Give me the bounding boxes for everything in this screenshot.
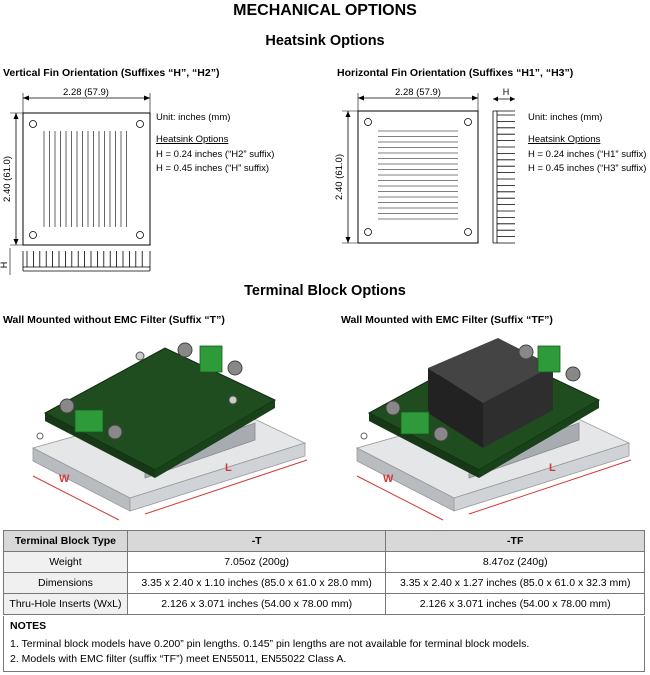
wall-t-w-label: W — [59, 473, 70, 485]
wall-tf-heading: Wall Mounted with EMC Filter (Suffix “TF… — [341, 314, 553, 326]
horizontal-option-2: H = 0.45 inches (“H3” suffix) — [528, 163, 647, 174]
cell-tf: 8.47oz (240g) — [385, 551, 645, 573]
horizontal-height-dimension: 2.40 (61.0) — [334, 154, 345, 200]
row-label: Thru-Hole Inserts (WxL) — [3, 593, 128, 615]
horizontal-h-label: H — [503, 87, 510, 97]
cell-t: 2.126 x 3.071 inches (54.00 x 78.00 mm) — [126, 593, 387, 615]
horizontal-width-dimension: 2.28 (57.9) — [395, 87, 441, 98]
wall-tf-illustration: W L — [355, 338, 632, 521]
main-title: MECHANICAL OPTIONS — [233, 2, 417, 19]
col-header-t: -T — [126, 530, 387, 552]
notes-box: NOTES 1. Terminal block models have 0.20… — [3, 616, 645, 672]
col-header-type: Terminal Block Type — [3, 530, 128, 552]
row-label: Dimensions — [3, 572, 128, 594]
vertical-width-dimension: 2.28 (57.9) — [63, 87, 109, 98]
note-1: 1. Terminal block models have 0.200” pin… — [10, 638, 530, 650]
cell-t: 7.05oz (200g) — [126, 551, 387, 573]
vertical-fin-drawing: 2.28 (57.9) 2.40 (61.0) H — [0, 87, 151, 275]
table-header-row: Terminal Block Type -T -TF — [3, 530, 645, 552]
vertical-height-dimension: 2.40 (61.0) — [2, 156, 13, 202]
table-row: Dimensions 3.35 x 2.40 x 1.10 inches (85… — [3, 572, 645, 594]
vertical-unit-text: Unit: inches (mm) — [156, 112, 231, 123]
cell-tf: 3.35 x 2.40 x 1.27 inches (85.0 x 61.0 x… — [385, 572, 645, 594]
notes-title: NOTES — [10, 620, 47, 632]
wall-tf-l-label: L — [549, 462, 556, 474]
heatsink-options-title: Heatsink Options — [265, 33, 385, 49]
wall-t-illustration: W L — [31, 342, 308, 521]
wall-tf-w-label: W — [383, 473, 394, 485]
terminal-block-spec-table: Terminal Block Type -T -TF Weight 7.05oz… — [3, 530, 645, 615]
cell-t: 3.35 x 2.40 x 1.10 inches (85.0 x 61.0 x… — [126, 572, 387, 594]
vertical-option-1: H = 0.24 inches (“H2” suffix) — [156, 149, 275, 160]
table-row: Weight 7.05oz (200g) 8.47oz (240g) — [3, 551, 645, 573]
note-2: 2. Models with EMC filter (suffix “TF”) … — [10, 653, 347, 665]
wall-t-heading: Wall Mounted without EMC Filter (Suffix … — [3, 314, 225, 326]
horizontal-options-title: Heatsink Options — [528, 134, 601, 145]
table-row: Thru-Hole Inserts (WxL) 2.126 x 3.071 in… — [3, 593, 645, 615]
row-label: Weight — [3, 551, 128, 573]
horizontal-fin-heading: Horizontal Fin Orientation (Suffixes “H1… — [337, 67, 574, 79]
horizontal-unit-text: Unit: inches (mm) — [528, 112, 603, 123]
terminal-block-title: Terminal Block Options — [244, 283, 406, 299]
cell-tf: 2.126 x 3.071 inches (54.00 x 78.00 mm) — [385, 593, 645, 615]
vertical-option-2: H = 0.45 inches (“H” suffix) — [156, 163, 270, 174]
horizontal-option-1: H = 0.24 inches (“H1” suffix) — [528, 149, 647, 160]
horizontal-fin-drawing: 2.28 (57.9) 2.40 (61.0) H — [334, 87, 515, 244]
vertical-options-title: Heatsink Options — [156, 134, 229, 145]
vertical-fin-heading: Vertical Fin Orientation (Suffixes “H”, … — [3, 67, 220, 79]
wall-t-l-label: L — [225, 462, 232, 474]
vertical-h-label: H — [0, 262, 9, 269]
col-header-tf: -TF — [385, 530, 645, 552]
